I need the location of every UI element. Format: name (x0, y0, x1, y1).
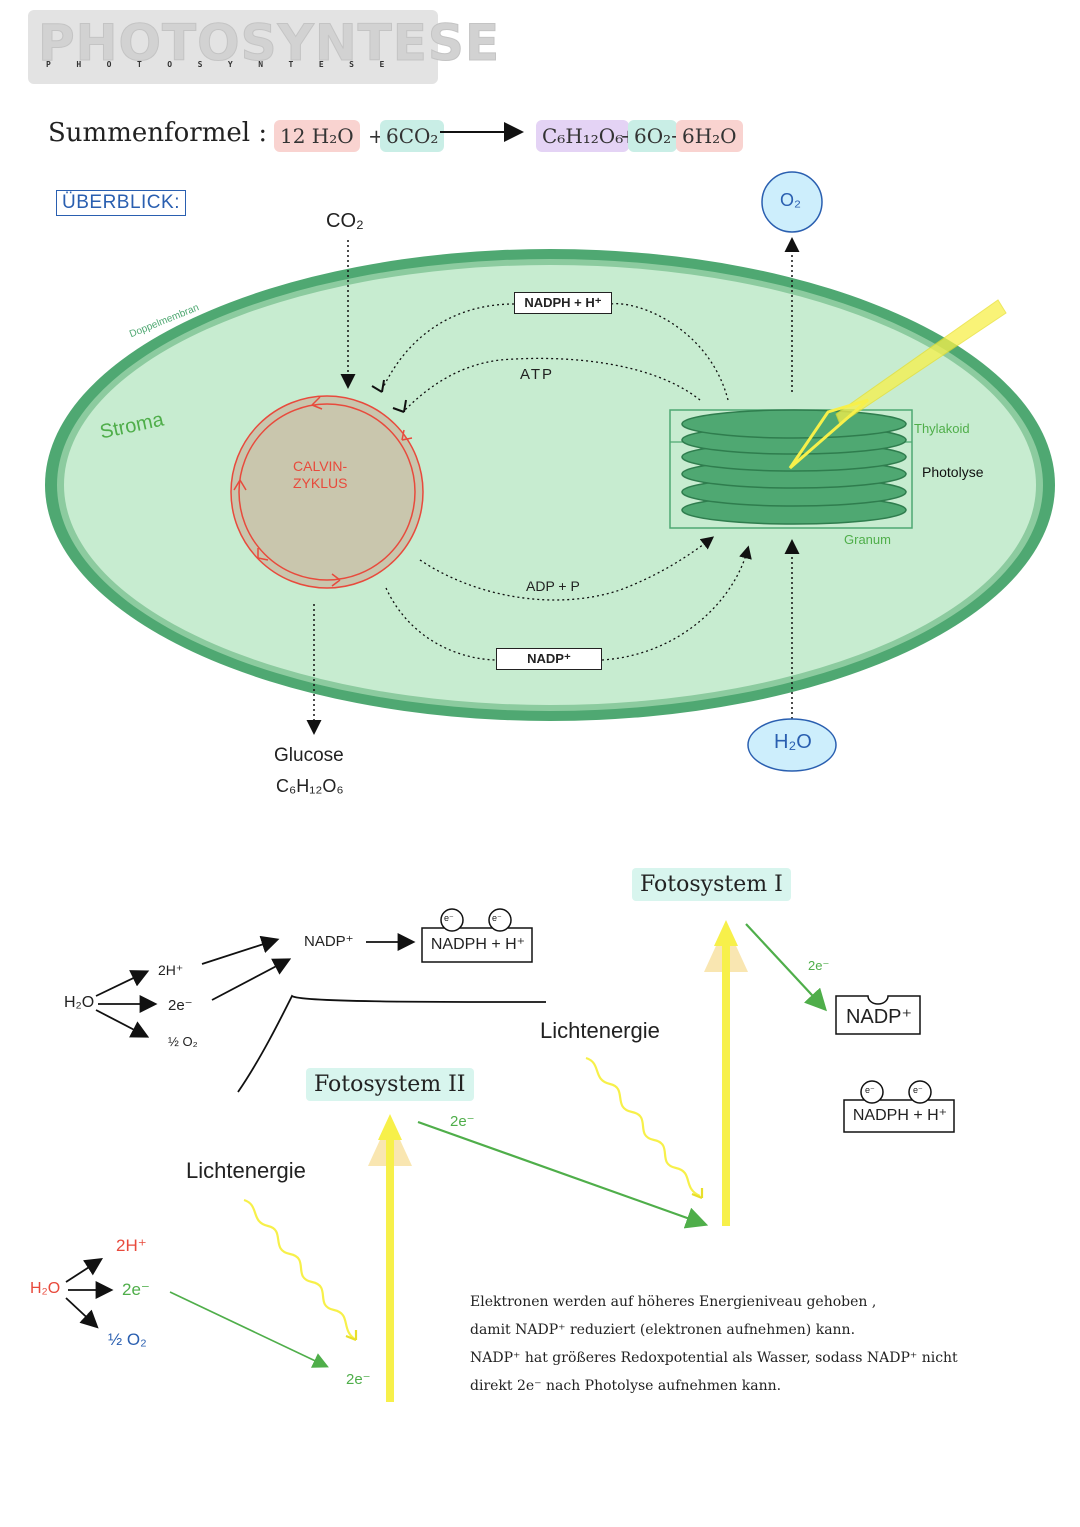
nadp-right-label: NADP⁺ (845, 1006, 913, 1028)
calvin-label-line2: ZYKLUS (293, 475, 348, 491)
light-wave-ps1 (585, 1056, 701, 1198)
photolyse-label: Photolyse (922, 464, 984, 480)
granum-stack (681, 409, 907, 525)
ueberblick-heading: ÜBERBLICK: (56, 190, 186, 216)
nadph-box: NADPH + H⁺ (514, 292, 612, 314)
o2-label: O₂ (780, 190, 801, 210)
product-oxygen: 6O₂ (628, 120, 678, 152)
atp-label: ATP (520, 366, 555, 383)
note-line-2: damit NADP⁺ reduziert (elektronen aufneh… (470, 1322, 856, 1338)
ps1-energy-bar (722, 936, 730, 1226)
page-title: PHOTOSYNTESE (37, 14, 501, 73)
electrons-top-label: 2e⁻ (168, 997, 193, 1014)
calvin-arrowhead (331, 573, 341, 587)
electrons-to-ps2-arrow (169, 1291, 329, 1368)
granum-label: Granum (844, 532, 891, 547)
nadp-path (385, 548, 748, 661)
ps2-to-ps1-arrow (417, 1120, 709, 1229)
product-water: 6H₂O (676, 120, 743, 152)
electron-icon (488, 908, 512, 932)
nadph-right-box (843, 1099, 955, 1133)
lichtenergie-2-label: Lichtenergie (186, 1158, 306, 1183)
fotosystem-2-label: Fotosystem II (306, 1068, 474, 1101)
h2o-bottom-label: H₂O (30, 1280, 61, 1297)
calvin-arrowhead (401, 429, 413, 441)
electron-icon (860, 1080, 884, 1104)
product-glucose: C₆H₁₂O₆ (536, 120, 630, 152)
calvin-label-line1: CALVIN- (293, 458, 348, 474)
nadph-top-box (421, 927, 533, 963)
fotosystem-1-label: Fotosystem I (632, 868, 791, 901)
sunlight-arrowhead (788, 398, 869, 470)
nadp-box: NADP⁺ (496, 648, 602, 670)
o2-bubble (761, 171, 823, 233)
calvin-arrowhead (311, 396, 323, 410)
h2o-bubble (747, 718, 837, 772)
ps2-energy-bar (386, 1130, 394, 1402)
calvin-cycle-fill (230, 395, 424, 589)
explanation-note: Elektronen werden auf höheres Energieniv… (470, 1288, 1040, 1400)
calvin-arrowhead (233, 479, 247, 491)
electrons-bottom-label: 2e⁻ (122, 1280, 150, 1299)
protons-bottom-label: 2H⁺ (116, 1236, 147, 1255)
adp-path (419, 536, 715, 601)
nadp-right-box (835, 995, 921, 1035)
oxygen-top-label: ½ O₂ (168, 1034, 198, 1049)
electron-icon (908, 1080, 932, 1104)
protons-top-label: 2H⁺ (158, 962, 184, 978)
nadph-path (381, 303, 729, 401)
co2-label: CO₂ (326, 210, 364, 232)
title-banner (28, 10, 438, 84)
electrons-ps1-label: 2e⁻ (808, 958, 830, 973)
h2o-label: H₂O (774, 731, 812, 753)
electrons-at-ps2-label: 2e⁻ (346, 1371, 371, 1388)
page-subtitle: PHOTOSYNTESE (46, 60, 410, 69)
lichtenergie-1-label: Lichtenergie (540, 1018, 660, 1043)
nadph-top-label: NADPH + H⁺ (430, 936, 526, 953)
glucose-formula: C₆H₁₂O₆ (276, 776, 344, 796)
reactant-co2: 6CO₂ (380, 120, 445, 152)
oxygen-bottom-label: ½ O₂ (108, 1330, 147, 1349)
thylakoid-membrane-line (237, 994, 547, 1093)
note-line-1: Elektronen werden auf höheres Energieniv… (470, 1294, 877, 1310)
ps1-to-nadp-arrow (745, 923, 827, 1012)
nadph-right-label: NADPH + H⁺ (852, 1107, 948, 1124)
electrons-ps2-label: 2e⁻ (450, 1113, 475, 1130)
note-line-4: direkt 2e⁻ nach Photolyse aufnehmen kann… (470, 1378, 782, 1394)
glucose-label: Glucose (274, 745, 344, 766)
electron-symbol: e⁻ (492, 913, 502, 923)
calvin-cycle-ring (238, 403, 416, 581)
nadp-top-label: NADP⁺ (304, 933, 354, 950)
reactant-water: 12 H₂O (274, 120, 360, 152)
chloroplast-stroma (64, 265, 1036, 705)
electron-symbol: e⁻ (444, 913, 454, 923)
electron-symbol: e⁻ (913, 1085, 923, 1095)
electron-symbol: e⁻ (865, 1085, 875, 1095)
h2o-top-label: H₂O (64, 994, 95, 1011)
electron-icon (440, 908, 464, 932)
note-line-3: NADP⁺ hat größeres Redoxpotential als Wa… (470, 1350, 958, 1366)
summenformel-label: Summenformel : (48, 118, 268, 148)
atp-path (404, 357, 701, 411)
calvin-arrowhead (257, 548, 269, 561)
adp-p-label: ADP + P (526, 578, 580, 594)
light-wave-ps2 (243, 1198, 357, 1341)
thylakoid-label: Thylakoid (914, 421, 970, 436)
